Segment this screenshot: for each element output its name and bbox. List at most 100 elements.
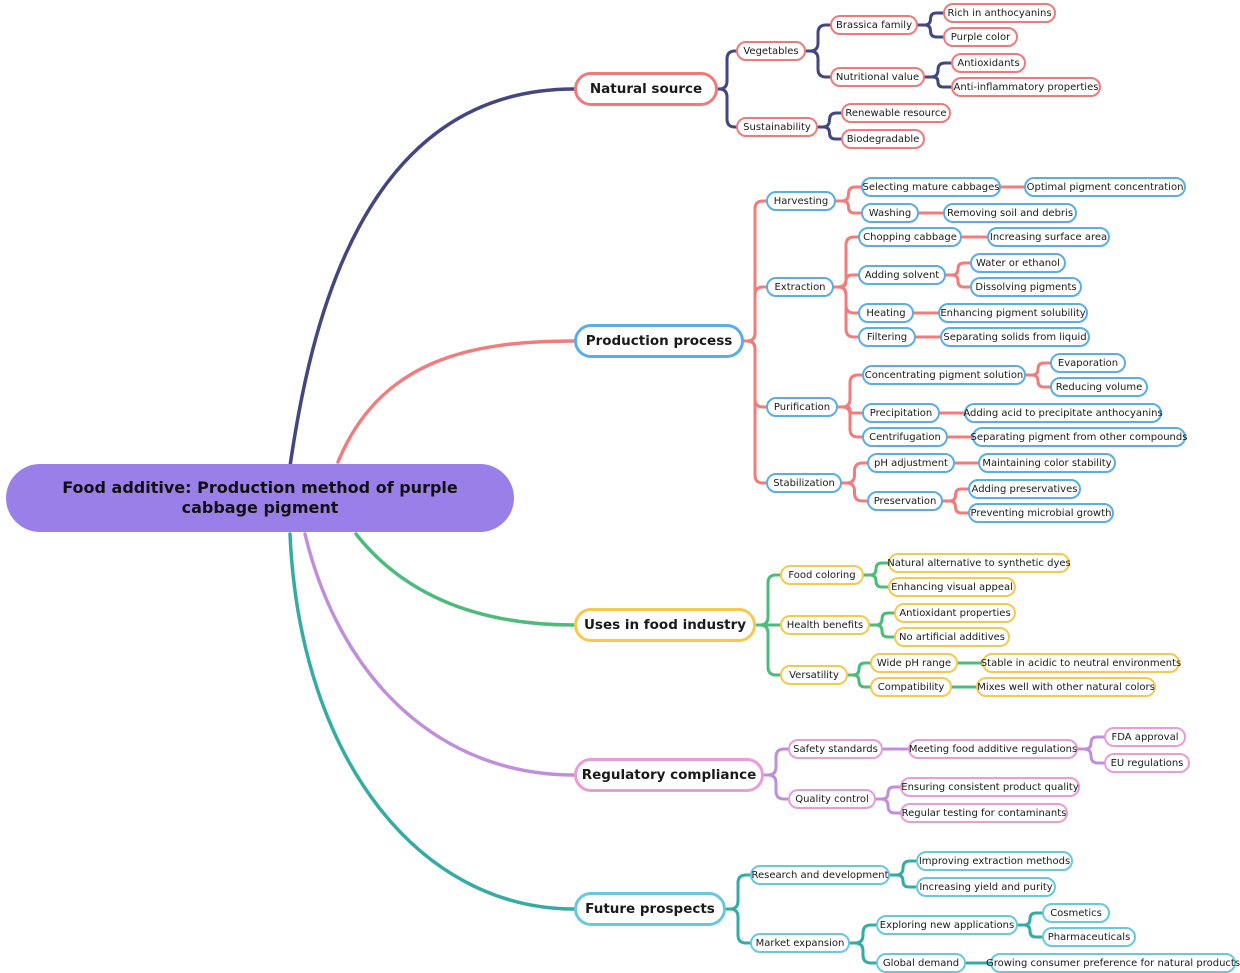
topic-eu-regulations[interactable]: EU regulations xyxy=(1104,753,1190,773)
topic-removing-soil-and-debris[interactable]: Removing soil and debris xyxy=(943,203,1077,223)
connector-biodegradable xyxy=(816,125,843,141)
topic-growing-consumer-preference-for-natural-products[interactable]: Growing consumer preference for natural … xyxy=(986,953,1240,973)
topic-regular-testing-for-contaminants[interactable]: Regular testing for contaminants xyxy=(900,803,1068,823)
topic-selecting-mature-cabbages[interactable]: Selecting mature cabbages xyxy=(861,177,1001,197)
topic-adding-acid-to-precipitate-anthocyanins[interactable]: Adding acid to precipitate anthocyanins xyxy=(963,403,1163,423)
connector-regular-testing-for-contaminants xyxy=(874,797,902,815)
connector-market-expansion xyxy=(724,907,752,945)
topic-ph-adjustment[interactable]: pH adjustment xyxy=(867,453,955,473)
topic-purple-color[interactable]: Purple color xyxy=(943,27,1018,47)
topic-anti-inflammatory-properties[interactable]: Anti-inflammatory properties xyxy=(951,77,1101,97)
connector-compatibility xyxy=(846,673,872,689)
topic-heating[interactable]: Heating xyxy=(858,303,914,323)
topic-harvesting[interactable]: Harvesting xyxy=(766,191,836,211)
topic-antioxidants[interactable]: Antioxidants xyxy=(951,53,1026,73)
connector-wide-ph-range xyxy=(846,661,872,677)
connector-brassica-family xyxy=(804,23,832,53)
connector-research-and-development xyxy=(724,873,752,911)
topic-vegetables[interactable]: Vegetables xyxy=(736,41,806,61)
main-connector-natural xyxy=(288,87,576,468)
topic-market-expansion[interactable]: Market expansion xyxy=(750,933,850,953)
topic-water-or-ethanol[interactable]: Water or ethanol xyxy=(970,253,1066,273)
connector-safety-standards xyxy=(762,747,790,777)
topic-biodegradable[interactable]: Biodegradable xyxy=(841,129,925,149)
topic-adding-preservatives[interactable]: Adding preservatives xyxy=(968,479,1081,499)
topic-mixes-well-with-other-natural-colors[interactable]: Mixes well with other natural colors xyxy=(976,677,1156,697)
connector-fda-approval xyxy=(1076,735,1106,751)
topic-versatility[interactable]: Versatility xyxy=(780,665,848,685)
topic-separating-pigment-from-other-compounds[interactable]: Separating pigment from other compounds xyxy=(971,427,1187,447)
connector-pharmaceuticals xyxy=(1016,923,1044,939)
topic-adding-solvent[interactable]: Adding solvent xyxy=(858,265,946,285)
topic-food-coloring[interactable]: Food coloring xyxy=(780,565,864,585)
root-topic[interactable]: Food additive: Production method of purp… xyxy=(6,464,514,532)
topic-chopping-cabbage[interactable]: Chopping cabbage xyxy=(858,227,962,247)
branch-natural-source[interactable]: Natural source xyxy=(574,72,718,106)
topic-dissolving-pigments[interactable]: Dissolving pigments xyxy=(970,277,1082,297)
branch-regulatory-compliance[interactable]: Regulatory compliance xyxy=(574,758,764,792)
topic-enhancing-visual-appeal[interactable]: Enhancing visual appeal xyxy=(888,577,1016,597)
main-connector-future xyxy=(288,532,576,911)
topic-evaporation[interactable]: Evaporation xyxy=(1050,353,1126,373)
main-connector-production xyxy=(336,339,576,464)
topic-fda-approval[interactable]: FDA approval xyxy=(1104,727,1186,747)
topic-optimal-pigment-concentration[interactable]: Optimal pigment concentration xyxy=(1024,177,1186,197)
connector-preservation xyxy=(840,481,869,503)
topic-enhancing-pigment-solubility[interactable]: Enhancing pigment solubility xyxy=(938,303,1088,323)
connector-selecting-mature-cabbages xyxy=(834,185,863,203)
topic-increasing-surface-area[interactable]: Increasing surface area xyxy=(987,227,1110,247)
connector-global-demand xyxy=(848,941,878,965)
topic-brassica-family[interactable]: Brassica family xyxy=(830,15,918,35)
topic-increasing-yield-and-purity[interactable]: Increasing yield and purity xyxy=(916,877,1056,897)
topic-purification[interactable]: Purification xyxy=(766,397,838,417)
topic-wide-ph-range[interactable]: Wide pH range xyxy=(870,653,958,673)
topic-stable-in-acidic-to-neutral-environments[interactable]: Stable in acidic to neutral environments xyxy=(981,653,1181,673)
topic-natural-alternative-to-synthetic-dyes[interactable]: Natural alternative to synthetic dyes xyxy=(887,553,1071,573)
topic-sustainability[interactable]: Sustainability xyxy=(736,117,818,137)
topic-filtering[interactable]: Filtering xyxy=(858,327,916,347)
topic-rich-in-anthocyanins[interactable]: Rich in anthocyanins xyxy=(943,3,1056,23)
topic-meeting-food-additive-regulations[interactable]: Meeting food additive regulations xyxy=(908,739,1078,759)
topic-no-artificial-additives[interactable]: No artificial additives xyxy=(894,627,1010,647)
connector-versatility xyxy=(754,623,782,677)
topic-exploring-new-applications[interactable]: Exploring new applications xyxy=(876,915,1018,935)
topic-reducing-volume[interactable]: Reducing volume xyxy=(1050,377,1148,397)
branch-uses-in-food-industry[interactable]: Uses in food industry xyxy=(574,608,756,642)
topic-separating-solids-from-liquid[interactable]: Separating solids from liquid xyxy=(940,327,1090,347)
topic-health-benefits[interactable]: Health benefits xyxy=(780,615,870,635)
topic-improving-extraction-methods[interactable]: Improving extraction methods xyxy=(916,851,1073,871)
topic-pharmaceuticals[interactable]: Pharmaceuticals xyxy=(1042,927,1136,947)
branch-future-prospects[interactable]: Future prospects xyxy=(574,892,726,926)
topic-global-demand[interactable]: Global demand xyxy=(876,953,966,973)
connector-ensuring-consistent-product-quality xyxy=(874,785,902,801)
topic-ensuring-consistent-product-quality[interactable]: Ensuring consistent product quality xyxy=(900,777,1080,797)
topic-concentrating-pigment-solution[interactable]: Concentrating pigment solution xyxy=(862,365,1026,385)
topic-quality-control[interactable]: Quality control xyxy=(788,789,876,809)
topic-stabilization[interactable]: Stabilization xyxy=(766,473,842,493)
topic-centrifugation[interactable]: Centrifugation xyxy=(862,427,948,447)
branch-production-process[interactable]: Production process xyxy=(574,324,744,358)
connector-eu-regulations xyxy=(1076,747,1106,765)
connector-dissolving-pigments xyxy=(944,273,972,289)
connector-increasing-yield-and-purity xyxy=(888,873,918,889)
topic-precipitation[interactable]: Precipitation xyxy=(862,403,940,423)
connector-natural-alternative-to-synthetic-dyes xyxy=(862,561,890,577)
connector-antioxidant-properties xyxy=(868,611,896,627)
topic-nutritional-value[interactable]: Nutritional value xyxy=(830,67,925,87)
topic-research-and-development[interactable]: Research and development xyxy=(750,865,890,885)
topic-extraction[interactable]: Extraction xyxy=(766,277,834,297)
topic-maintaining-color-stability[interactable]: Maintaining color stability xyxy=(978,453,1116,473)
topic-renewable-resource[interactable]: Renewable resource xyxy=(841,103,951,123)
topic-preservation[interactable]: Preservation xyxy=(867,491,943,511)
connector-adding-preservatives xyxy=(941,487,970,503)
topic-compatibility[interactable]: Compatibility xyxy=(870,677,952,697)
topic-antioxidant-properties[interactable]: Antioxidant properties xyxy=(894,603,1016,623)
main-connector-uses xyxy=(354,532,576,627)
topic-preventing-microbial-growth[interactable]: Preventing microbial growth xyxy=(968,503,1114,523)
topic-safety-standards[interactable]: Safety standards xyxy=(788,739,883,759)
topic-cosmetics[interactable]: Cosmetics xyxy=(1042,903,1110,923)
topic-washing[interactable]: Washing xyxy=(861,203,919,223)
connector-renewable-resource xyxy=(816,111,843,129)
